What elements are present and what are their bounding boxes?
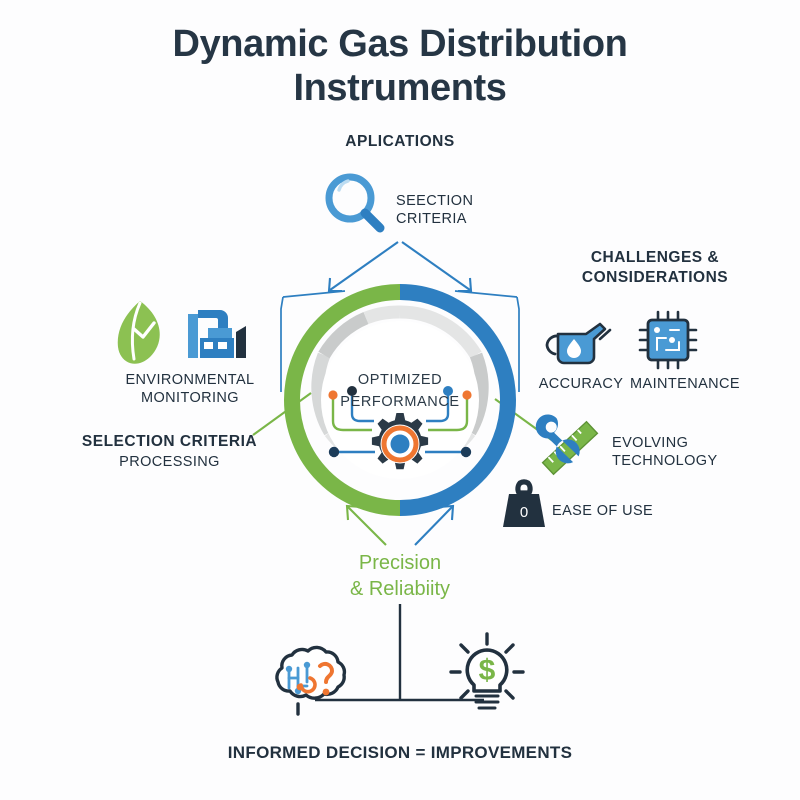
tagline-line-1: Precision: [358, 552, 442, 574]
svg-text:0: 0: [520, 504, 528, 521]
accuracy-label: ACCURACY: [538, 376, 624, 392]
left-green-connector: [252, 392, 312, 436]
environmental-monitoring-label: ENVIRONMENTAL MONITORING: [90, 371, 290, 407]
chip-icon: [638, 310, 698, 370]
precision-reliability-tagline: Precision & Reliabiity: [300, 551, 500, 602]
maintenance-label: MAINTENANCE: [630, 376, 740, 392]
hub-disc: [321, 321, 479, 479]
title-line-2: Instruments: [293, 67, 507, 110]
weight-icon: 0: [503, 479, 545, 527]
seection-criteria-node-label: SEECTION CRITERIA: [396, 192, 536, 228]
evolving-line-2: TECHNOLOGY: [612, 453, 718, 470]
seection-criteria-line-2: CRITERIA: [396, 211, 467, 228]
challenges-header-line-1: CHALLENGES &: [590, 249, 720, 266]
wrench-ruler-icon: [535, 414, 599, 476]
brain-icon: [275, 645, 347, 716]
gear-icon: [371, 413, 429, 470]
factory-icon: [188, 310, 246, 358]
ring-bracket-right: [516, 296, 520, 392]
watering-can-icon: [545, 322, 612, 365]
evolving-technology-label: EVOLVING TECHNOLOGY: [612, 434, 752, 470]
ring-bracket-left-top: [282, 290, 346, 298]
processing-label: PROCESSING: [119, 454, 220, 470]
challenges-section-header: CHALLENGES & CONSIDERATIONS: [530, 248, 780, 288]
environmental-line-2: MONITORING: [141, 390, 239, 407]
ring-bracket-left: [280, 296, 284, 392]
hub-circuit-nodes: [328, 386, 472, 458]
informed-decision-caption: INFORMED DECISION = IMPROVEMENTS: [227, 743, 573, 762]
hub-line-2: PERFORMANCE: [340, 393, 460, 410]
tagline-line-2: & Reliabiity: [349, 577, 451, 600]
magnifier-icon: [325, 173, 385, 233]
title-line-1: Dynamic Gas Distribution: [172, 23, 628, 65]
svg-text:$: $: [479, 654, 496, 687]
bottom-tee-connector: [315, 604, 484, 702]
ring-bracket-right-top: [454, 290, 518, 298]
seection-criteria-line-1: SEECTION: [396, 193, 474, 209]
lightbulb-dollar-icon: $: [449, 632, 525, 710]
environmental-line-1: ENVIRONMENTAL: [125, 372, 255, 388]
hub-label: OPTIMIZED PERFORMANCE: [330, 370, 470, 414]
hub-circuit-traces: [331, 393, 469, 454]
leaf-icon: [117, 301, 160, 364]
page-title: Dynamic Gas Distribution Instruments: [0, 22, 800, 110]
outer-ring: [284, 284, 516, 516]
top-arrow-connectors: [329, 241, 471, 291]
hub-line-1: OPTIMIZED: [357, 372, 443, 388]
selection-criteria-section-header: SELECTION CRITERIA: [81, 433, 258, 450]
applications-section-header: APLICATIONS: [345, 133, 455, 150]
evolving-line-1: EVOLVING: [612, 435, 689, 451]
challenges-header-line-2: CONSIDERATIONS: [581, 268, 729, 286]
ease-of-use-label: EASE OF USE: [552, 503, 654, 519]
